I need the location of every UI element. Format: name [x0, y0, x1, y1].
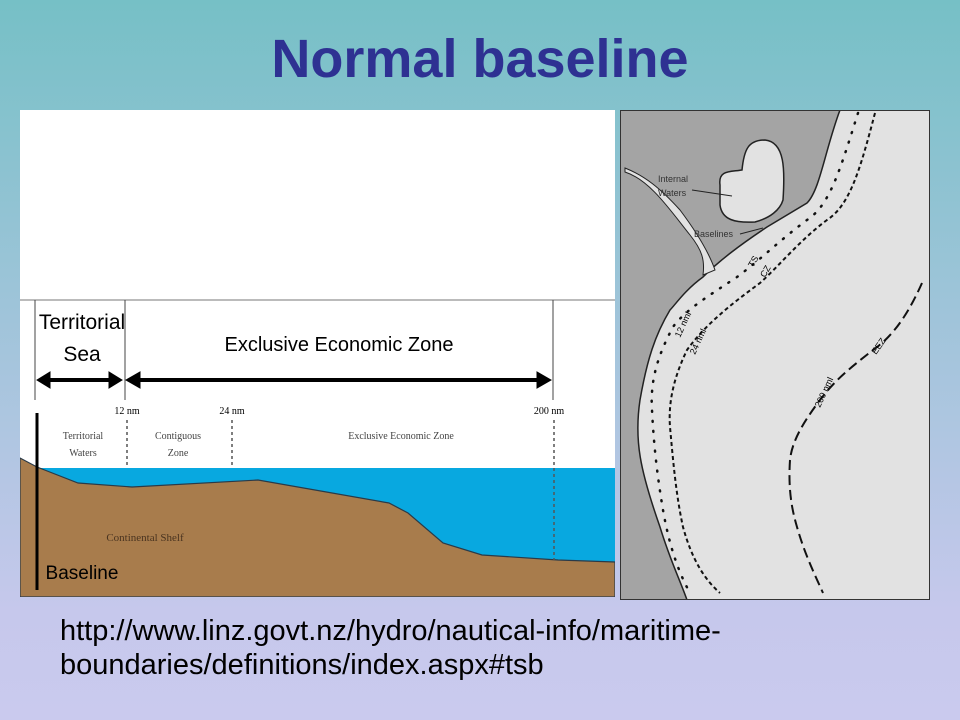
tick-12nm: 12 nm [114, 406, 140, 417]
baselines-label: Baselines [694, 229, 734, 239]
contiguous-zone-label-2: Zone [168, 448, 189, 459]
eez-arrow [124, 371, 553, 389]
zone-dotted-lines [126, 420, 555, 560]
maritime-zones-cross-section: Territorial Sea Exclusive Economic Zone … [19, 110, 616, 598]
internal-waters-lake [719, 139, 785, 223]
territorial-sea-arrow [36, 371, 123, 389]
source-url-line-2[interactable]: boundaries/definitions/index.aspx#tsb [60, 649, 544, 681]
territorial-sea-label: Territorial [39, 311, 125, 334]
baselines-map: Internal Waters Baselines TS CZ 12 nml 2… [619, 109, 930, 601]
source-url[interactable]: http://www.linz.govt.nz/hydro/nautical-i… [60, 614, 721, 682]
slide-title: Normal baseline [271, 29, 689, 89]
internal-waters-arrow [691, 189, 733, 197]
baselines-arrow [739, 227, 764, 235]
internal-waters-label: Internal [658, 174, 688, 184]
24nm-dashed-line [668, 112, 876, 594]
river [624, 167, 716, 276]
source-url-line-1[interactable]: http://www.linz.govt.nz/hydro/nautical-i… [60, 615, 721, 647]
internal-waters-label-2: Waters [658, 188, 687, 198]
territorial-waters-label-2: Waters [69, 448, 97, 459]
territorial-waters-label: Territorial [63, 431, 104, 442]
continental-shelf-label: Continental Shelf [106, 532, 184, 544]
200nm-eez-line [788, 282, 923, 594]
tick-200nm: 200 nm [534, 406, 565, 417]
ts-label: TS [746, 254, 760, 269]
land-area [619, 109, 842, 601]
eez-heading: Exclusive Economic Zone [225, 334, 454, 356]
eez-small-label: Exclusive Economic Zone [348, 431, 454, 442]
tick-24nm: 24 nm [219, 406, 245, 417]
12nm-dotted-line [650, 111, 860, 595]
baseline-label: Baseline [46, 563, 119, 584]
territorial-sea-label-2: Sea [63, 343, 101, 366]
contiguous-zone-label: Contiguous [155, 431, 201, 442]
